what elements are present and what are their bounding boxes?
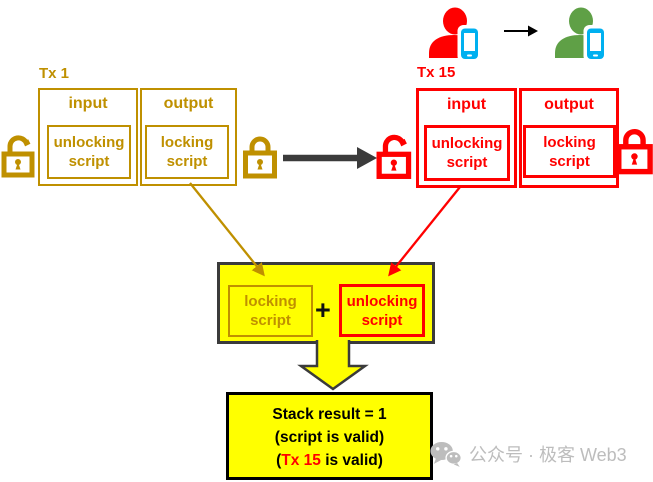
tx1-to-tx15-arrow [283, 147, 377, 169]
plus-sign: + [315, 295, 331, 325]
tx1-locking-script-box: locking script [145, 125, 229, 179]
transfer-arrow-icon [504, 25, 538, 37]
tx15-open-padlock-icon [376, 134, 412, 179]
tx1-unlocking-script-box: unlocking script [47, 125, 131, 179]
receiver-person-icon [555, 7, 608, 62]
tx1-closed-padlock-icon [243, 136, 277, 179]
tx15-label: Tx 15 [417, 64, 456, 81]
receiver-smartphone-icon [587, 28, 604, 59]
tx1-input-header: input [68, 95, 108, 112]
sender-person-icon [429, 7, 482, 62]
result-line-2: (script is valid) [274, 429, 385, 446]
unlocking-script-flow-arrow [388, 186, 461, 277]
locking-script-flow-arrow [189, 182, 265, 277]
sender-smartphone-icon [461, 28, 478, 59]
combine-unlocking-script-box: unlocking script [339, 284, 425, 337]
evaluation-flow-arrow [297, 340, 369, 391]
tx15-reference: Tx 15 [281, 452, 321, 469]
tx15-unlocking-script-box: unlocking script [424, 125, 510, 181]
result-line-3: (Tx 15 is valid) [276, 452, 383, 469]
tx15-locking-script-box: locking script [523, 125, 616, 178]
tx1-output-header: output [163, 95, 214, 112]
combine-locking-script-box: locking script [228, 285, 313, 337]
tx15-output-header: output [544, 96, 594, 113]
stack-result-box: Stack result = 1 (script is valid) (Tx 1… [226, 392, 433, 480]
watermark-text: 公众号 · 极客 Web3 [469, 445, 627, 465]
tx15-closed-padlock-icon [616, 128, 653, 175]
tx15-input-header: input [446, 96, 487, 113]
watermark: 公众号 · 极客 Web3 [430, 441, 627, 467]
tx1-open-padlock-icon [1, 135, 35, 178]
result-line-1: Stack result = 1 [272, 406, 387, 423]
tx1-label: Tx 1 [39, 65, 70, 82]
wechat-icon [430, 441, 461, 467]
